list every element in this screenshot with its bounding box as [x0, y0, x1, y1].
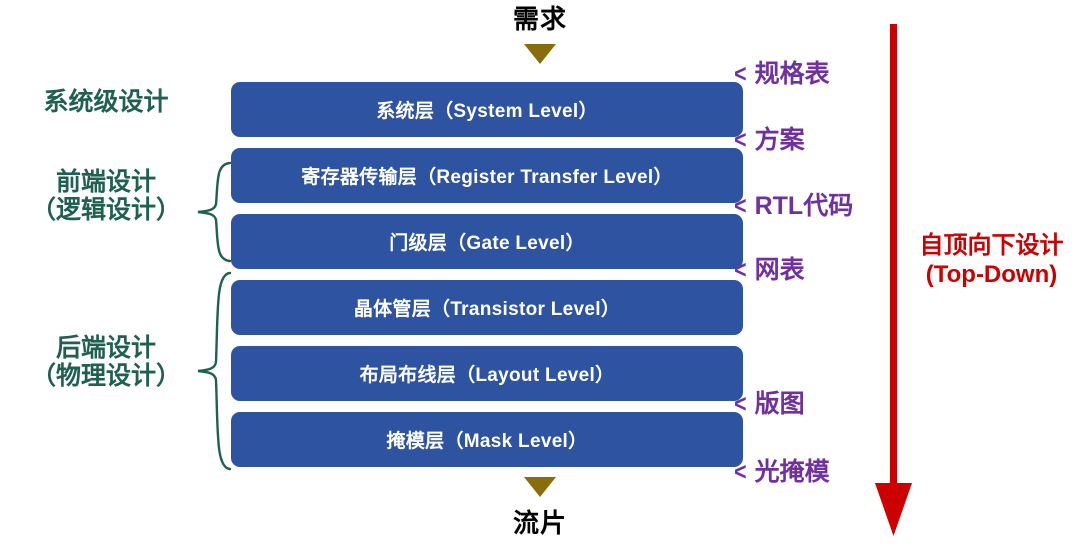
level-label: 布局布线层（Layout Level） [359, 365, 615, 386]
artifact-scheme: <方案 [733, 128, 805, 153]
level-box-system[interactable]: 系统层（System Level） [231, 82, 743, 137]
stage-label-front-end-design: 前端设计 （逻辑设计） [30, 168, 181, 224]
top-down-caption: 自顶向下设计 (Top-Down) [919, 232, 1064, 288]
brace-front-end [194, 160, 234, 264]
level-box-transistor[interactable]: 晶体管层（Transistor Level） [231, 280, 743, 335]
level-label: 寄存器传输层（Register Transfer Level） [301, 167, 673, 188]
chevron-left-icon: < [734, 126, 747, 154]
artifact-label: 网表 [754, 256, 805, 284]
brace-back-end [194, 270, 234, 472]
artifact-rtl-code: <RTL代码 [733, 194, 853, 219]
artifact-label: 方案 [754, 126, 805, 154]
level-box-rtl[interactable]: 寄存器传输层（Register Transfer Level） [231, 148, 743, 203]
stage-label-system-level-design: 系统级设计 [43, 88, 169, 116]
level-box-gate[interactable]: 门级层（Gate Level） [231, 214, 743, 269]
stage-label-back-end-design: 后端设计 （物理设计） [30, 334, 181, 390]
abstraction-level-stack: 系统层（System Level） 寄存器传输层（Register Transf… [231, 82, 743, 467]
level-label: 晶体管层（Transistor Level） [353, 299, 621, 320]
top-down-arrow-icon [862, 24, 926, 539]
level-label: 掩模层（Mask Level） [386, 431, 588, 452]
artifact-label: 版图 [754, 390, 805, 418]
chevron-left-icon: < [734, 458, 747, 486]
level-box-layout[interactable]: 布局布线层（Layout Level） [231, 346, 743, 401]
level-box-mask[interactable]: 掩模层（Mask Level） [231, 412, 743, 467]
level-label: 系统层（System Level） [376, 101, 598, 122]
artifact-photomask: <光掩模 [733, 460, 830, 485]
artifact-label: 规格表 [754, 60, 830, 88]
down-triangle-arrow-icon-top [524, 44, 556, 64]
artifact-label: RTL代码 [754, 192, 854, 220]
artifact-netlist: <网表 [733, 258, 805, 283]
flow-end-label: 流片 [512, 508, 567, 538]
level-label: 门级层（Gate Level） [389, 233, 585, 254]
chevron-left-icon: < [734, 256, 747, 284]
flow-start-label: 需求 [512, 4, 567, 34]
chevron-left-icon: < [734, 192, 747, 220]
artifact-spec-sheet: <规格表 [733, 62, 830, 87]
down-triangle-arrow-icon-bottom [524, 477, 556, 497]
chevron-left-icon: < [734, 60, 747, 88]
artifact-label: 光掩模 [754, 458, 830, 486]
chevron-left-icon: < [734, 390, 747, 418]
artifact-layout: <版图 [733, 392, 805, 417]
